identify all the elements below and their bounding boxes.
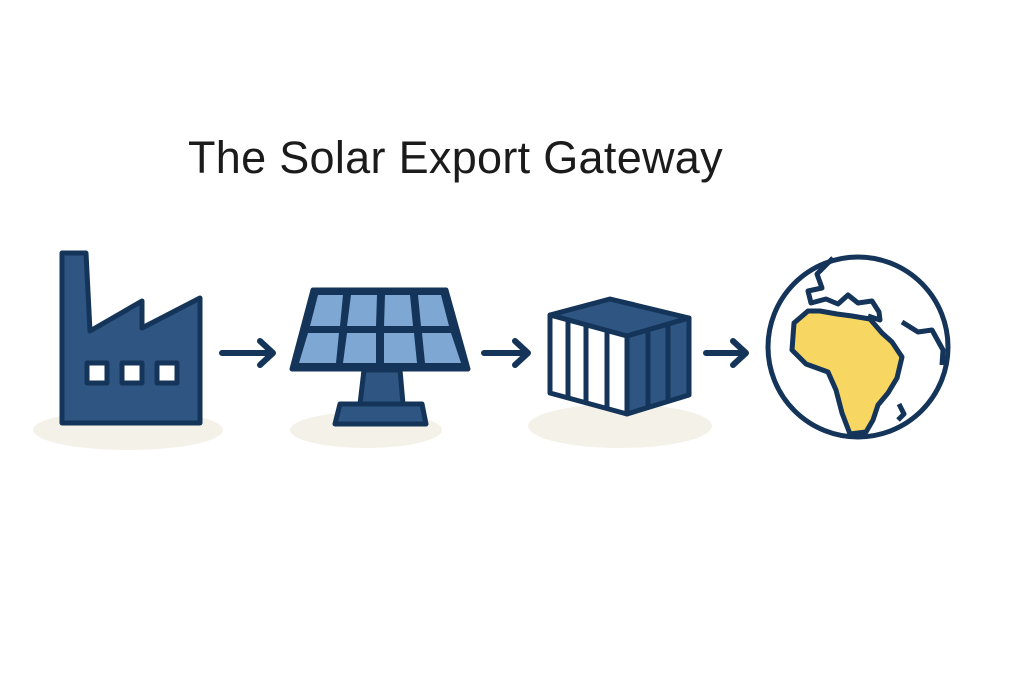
- shipping-container-icon: [547, 296, 692, 417]
- arrow-icon: [219, 338, 276, 368]
- factory-window: [84, 360, 110, 386]
- factory-window: [154, 360, 180, 386]
- diagram-title: The Solar Export Gateway: [188, 132, 723, 183]
- factory-icon: [59, 250, 203, 426]
- container-shadow: [528, 404, 712, 448]
- globe-africa-icon: [765, 254, 951, 440]
- solar-panel-icon: [289, 287, 471, 427]
- factory-window: [119, 360, 145, 386]
- arrow-icon: [703, 338, 749, 368]
- arrow-icon: [481, 338, 531, 368]
